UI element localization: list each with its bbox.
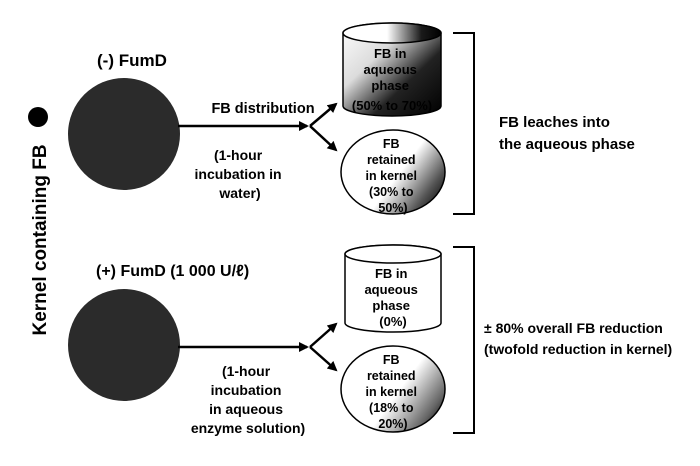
bottom-condition-label: (+) FumD (1 000 U/ℓ) [96,263,249,280]
side-label: Kernel containing FB [30,144,51,335]
top-incubation-text: (1-hour incubation in water) [195,147,286,201]
cylinder-icon [342,22,442,117]
top-condition-label: (-) FumD [97,51,167,70]
cylinder-icon [344,244,442,333]
bullet-dot-icon [28,107,48,127]
arrow-icon [309,102,338,127]
bracket-icon [453,246,475,434]
kernel-oval-icon [340,129,446,215]
arrow-icon [309,346,338,372]
bottom-cylinder-text: FB in aqueous phase (0%) [364,266,421,329]
arrow-icon [309,322,338,348]
kernel-circle-icon [68,289,180,401]
top-arrow-label: FB distribution [211,101,314,117]
top-result-text: FB leaches into the aqueous phase [499,114,635,153]
bottom-result-text: ± 80% overall FB reduction (twofold redu… [484,320,672,357]
bottom-incubation-text: (1-hour incubation in aqueous enzyme sol… [191,363,305,436]
top-cylinder-text: FB in aqueous phase (50% to 70%) [352,46,432,113]
arrow-icon [309,125,338,152]
top-kernel-text: FB retained in kernel (30% to 50%) [366,137,421,215]
kernel-circle-icon [68,78,180,190]
bottom-kernel-text: FB retained in kernel (18% to 20%) [366,353,421,431]
kernel-oval-icon [340,345,446,433]
bracket-icon [453,32,475,215]
